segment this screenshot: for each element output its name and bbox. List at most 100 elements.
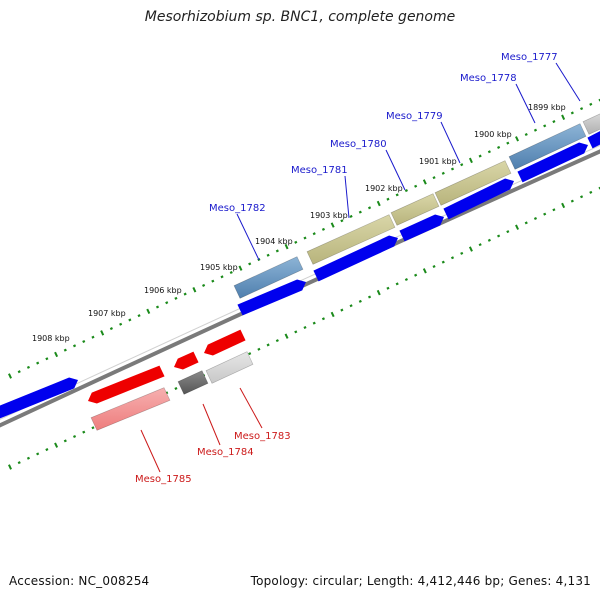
inner-scale-track-tick xyxy=(285,334,287,339)
feature-block-meso-1783 xyxy=(206,352,253,384)
outer-scale-track-tick xyxy=(46,358,47,360)
outer-scale-track-tick xyxy=(498,146,499,148)
inner-scale-track-tick xyxy=(65,440,66,442)
inner-scale-track-tick xyxy=(28,457,29,459)
kbp-label: 1900 kbp xyxy=(474,130,512,139)
inner-scale-track-tick xyxy=(590,191,591,193)
inner-scale-track-tick xyxy=(498,235,499,237)
gene-label-forward: Meso_1778 xyxy=(460,73,517,84)
outer-scale-track-tick xyxy=(415,185,416,187)
outer-scale-track-tick xyxy=(507,142,508,144)
gene-label-reverse: Meso_1784 xyxy=(197,447,254,458)
outer-scale-track-tick xyxy=(101,331,103,336)
kbp-label: 1907 kbp xyxy=(88,309,126,318)
outer-scale-track-tick xyxy=(55,352,57,357)
outer-scale-track-tick xyxy=(387,198,388,200)
outer-scale-track-tick xyxy=(434,177,435,179)
outer-scale-track-tick xyxy=(323,228,324,230)
genome-title: Mesorhizobium sp. BNC1, complete genome xyxy=(0,9,600,25)
outer-scale-track-tick xyxy=(277,250,278,252)
outer-scale-track-tick xyxy=(239,266,241,271)
inner-scale-track-tick xyxy=(46,449,47,451)
inner-scale-track-tick xyxy=(369,296,370,298)
outer-scale-track-tick xyxy=(268,254,269,256)
outer-scale-track-tick xyxy=(65,349,66,351)
outer-scale-track-tick xyxy=(369,207,370,209)
outer-scale-track-tick xyxy=(461,164,462,166)
outer-scale-track-tick xyxy=(535,129,536,131)
inner-scale-track-tick xyxy=(92,427,93,429)
feature-block-meso-1777 xyxy=(583,111,600,135)
gene-label-reverse: Meso_1785 xyxy=(135,474,192,485)
inner-scale-track-tick xyxy=(406,279,407,281)
inner-scale-track-tick xyxy=(434,265,435,267)
gene-label-forward: Meso_1781 xyxy=(291,165,348,176)
inner-scale-track-tick xyxy=(470,247,472,252)
inner-scale-track-tick xyxy=(397,283,398,285)
inner-scale-track-tick xyxy=(553,209,554,211)
outer-scale-track-tick xyxy=(203,284,204,286)
outer-scale-track-tick xyxy=(562,115,564,120)
inner-scale-track-tick xyxy=(526,222,527,224)
inner-scale-track-tick xyxy=(535,218,536,220)
inner-scale-track-tick xyxy=(332,312,334,317)
inner-scale-track-tick xyxy=(295,331,296,333)
outer-scale-track-tick xyxy=(157,306,158,308)
outer-scale-track-tick xyxy=(19,371,20,373)
inner-scale-track-tick xyxy=(175,388,176,390)
inner-scale-track-tick xyxy=(351,305,352,307)
outer-scale-track-tick xyxy=(553,121,554,123)
outer-scale-track-tick xyxy=(305,237,306,239)
inner-scale-track-tick xyxy=(314,322,315,324)
outer-scale-track-tick xyxy=(212,280,213,282)
outer-scale-track-tick xyxy=(378,201,380,206)
outer-scale-track-tick xyxy=(175,297,176,299)
outer-scale-track-tick xyxy=(443,172,444,174)
outer-scale-track-tick xyxy=(590,103,591,105)
gene-arrow-meso-1784 xyxy=(174,352,199,370)
outer-scale-track-tick xyxy=(397,194,398,196)
inner-scale-track-tick xyxy=(562,203,564,208)
inner-scale-track-tick xyxy=(277,340,278,342)
inner-scale-track-tick xyxy=(424,269,426,274)
inner-scale-track-tick xyxy=(9,465,11,470)
outer-scale-track-tick xyxy=(83,341,84,343)
inner-scale-track-tick xyxy=(55,443,57,448)
genome-summary: Topology: circular; Length: 4,412,446 bp… xyxy=(251,574,591,588)
inner-scale-track-tick xyxy=(258,348,259,350)
outer-scale-track-tick xyxy=(222,276,223,278)
outer-scale-track-tick xyxy=(572,112,573,114)
inner-scale-track-tick xyxy=(572,200,573,202)
outer-scale-track-tick xyxy=(470,158,472,163)
inner-scale-track-tick xyxy=(443,261,444,263)
outer-scale-track-tick xyxy=(249,263,250,265)
gene-leader-line xyxy=(203,404,220,445)
gene-arrow-left xyxy=(0,378,78,422)
inner-scale-track-tick xyxy=(489,239,490,241)
outer-scale-track-tick xyxy=(452,168,453,170)
outer-scale-track-tick xyxy=(28,366,29,368)
outer-scale-track-tick xyxy=(120,323,121,325)
outer-scale-track-tick xyxy=(193,287,195,292)
inner-scale-track-tick xyxy=(19,462,20,464)
kbp-label: 1901 kbp xyxy=(419,157,457,166)
gene-label-forward: Meso_1782 xyxy=(209,203,266,214)
inner-scale-track-tick xyxy=(480,244,481,246)
outer-scale-track-tick xyxy=(37,362,38,364)
gene-leader-line xyxy=(240,388,262,428)
inner-scale-track-tick xyxy=(516,225,518,230)
kbp-label: 1899 kbp xyxy=(528,103,566,112)
outer-scale-track-tick xyxy=(581,108,582,110)
inner-scale-track-tick xyxy=(341,309,342,311)
outer-scale-track-tick xyxy=(9,374,11,379)
outer-scale-track-tick xyxy=(166,302,167,304)
outer-scale-track-tick xyxy=(480,155,481,157)
gene-leader-line xyxy=(141,430,160,472)
outer-scale-track-tick xyxy=(147,309,149,314)
kbp-label: 1902 kbp xyxy=(365,184,403,193)
accession-label: Accession: NC_008254 xyxy=(9,574,149,588)
outer-scale-track-tick xyxy=(360,211,361,213)
outer-scale-track-tick xyxy=(351,215,352,217)
gene-label-forward: Meso_1777 xyxy=(501,52,558,63)
